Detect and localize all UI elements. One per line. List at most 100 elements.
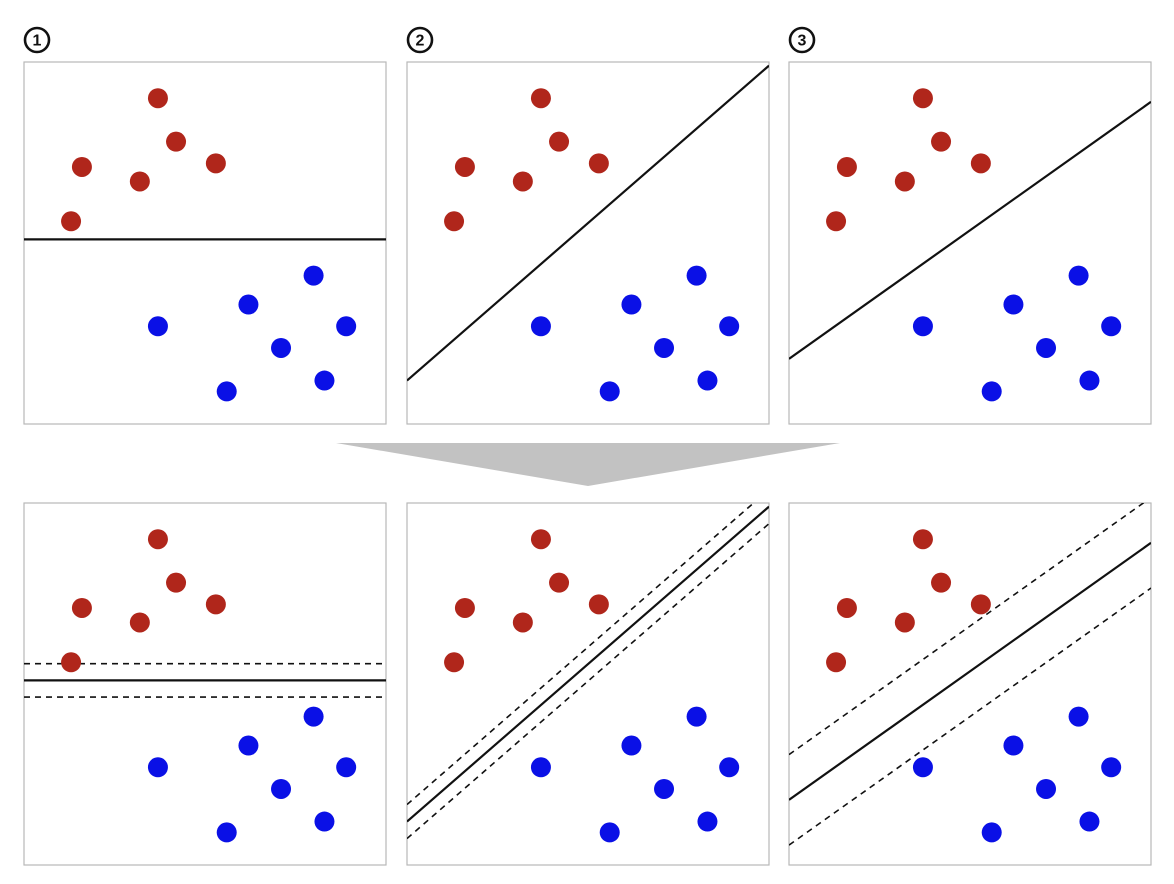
candidate-1-label: 1 — [23, 26, 51, 54]
margin-line-lower — [407, 523, 769, 840]
red-class-point — [71, 156, 92, 177]
panel-frame — [788, 61, 1152, 425]
panels-layer — [23, 61, 1152, 866]
candidate-number-text: 2 — [416, 33, 425, 50]
red-class-point — [166, 131, 187, 152]
blue-class-point — [686, 706, 707, 727]
red-class-point — [444, 652, 465, 673]
separator-lines — [407, 64, 769, 382]
blue-class-point — [303, 706, 324, 727]
red-class-point — [61, 652, 82, 673]
blue-class-point — [336, 316, 357, 337]
blue-class-point — [1003, 735, 1024, 756]
candidate-number-text: 1 — [33, 33, 42, 50]
panel-boundary-candidate-2 — [406, 61, 770, 425]
red-class-point — [454, 597, 475, 618]
blue-class-point — [981, 381, 1002, 402]
data-points — [61, 88, 357, 402]
blue-class-point — [621, 294, 642, 315]
blue-class-point — [530, 757, 551, 778]
blue-class-point — [238, 294, 259, 315]
red-class-point — [205, 594, 226, 615]
number-circle-icon — [406, 26, 434, 54]
funnel-arrow-icon — [336, 443, 840, 486]
blue-class-point — [719, 316, 740, 337]
blue-class-point — [303, 265, 324, 286]
blue-class-point — [271, 778, 292, 799]
data-points — [826, 529, 1122, 843]
panel-margin-candidate-2 — [406, 502, 770, 866]
red-class-point — [894, 171, 915, 192]
red-class-point — [61, 211, 82, 232]
number-circle-icon — [788, 26, 816, 54]
blue-class-point — [719, 757, 740, 778]
red-class-point — [836, 156, 857, 177]
blue-class-point — [1003, 294, 1024, 315]
blue-class-point — [1101, 316, 1122, 337]
blue-class-point — [621, 735, 642, 756]
panel-frame — [406, 502, 770, 866]
separator-lines — [789, 100, 1151, 360]
separator-lines — [789, 503, 1151, 846]
red-class-point — [129, 612, 150, 633]
data-points — [826, 88, 1122, 402]
blue-class-point — [1079, 370, 1100, 391]
red-class-point — [71, 597, 92, 618]
separator-lines — [24, 662, 386, 698]
blue-class-point — [912, 316, 933, 337]
red-class-point — [931, 572, 952, 593]
blue-class-point — [314, 370, 335, 391]
margin-line-upper — [407, 503, 755, 806]
panel-frame — [23, 502, 387, 866]
blue-class-point — [912, 757, 933, 778]
decision-boundary — [789, 541, 1151, 801]
red-class-point — [454, 156, 475, 177]
number-circle-icon — [23, 26, 51, 54]
red-class-point — [588, 594, 609, 615]
decision-boundary — [407, 64, 769, 382]
blue-class-point — [686, 265, 707, 286]
red-class-point — [826, 211, 847, 232]
data-points — [444, 529, 740, 843]
red-class-point — [166, 572, 187, 593]
margin-line-lower — [789, 587, 1151, 846]
blue-class-point — [238, 735, 259, 756]
candidate-number-text: 3 — [798, 33, 807, 50]
red-class-point — [826, 652, 847, 673]
blue-class-point — [697, 811, 718, 832]
blue-class-point — [1079, 811, 1100, 832]
blue-class-point — [1068, 265, 1089, 286]
red-class-point — [836, 597, 857, 618]
panel-margin-candidate-3 — [788, 502, 1152, 866]
blue-class-point — [314, 811, 335, 832]
red-class-point — [512, 171, 533, 192]
red-class-point — [549, 572, 570, 593]
panel-boundary-candidate-3 — [788, 61, 1152, 425]
red-class-point — [931, 131, 952, 152]
panel-margin-candidate-1 — [23, 502, 387, 866]
panel-frame — [406, 61, 770, 425]
blue-class-point — [216, 822, 237, 843]
red-class-point — [970, 594, 991, 615]
red-class-point — [588, 153, 609, 174]
separator-lines — [407, 503, 769, 840]
blue-class-point — [1101, 757, 1122, 778]
red-class-point — [549, 131, 570, 152]
red-class-point — [912, 529, 933, 550]
margin-line-upper — [789, 503, 1145, 756]
blue-class-point — [599, 822, 620, 843]
blue-class-point — [654, 778, 675, 799]
blue-class-point — [1036, 337, 1057, 358]
blue-class-point — [336, 757, 357, 778]
red-class-point — [444, 211, 465, 232]
red-class-point — [894, 612, 915, 633]
blue-class-point — [216, 381, 237, 402]
blue-class-point — [654, 337, 675, 358]
red-class-point — [530, 88, 551, 109]
decision-boundary — [407, 505, 769, 823]
red-class-point — [512, 612, 533, 633]
red-class-point — [147, 529, 168, 550]
blue-class-point — [599, 381, 620, 402]
blue-class-point — [1036, 778, 1057, 799]
